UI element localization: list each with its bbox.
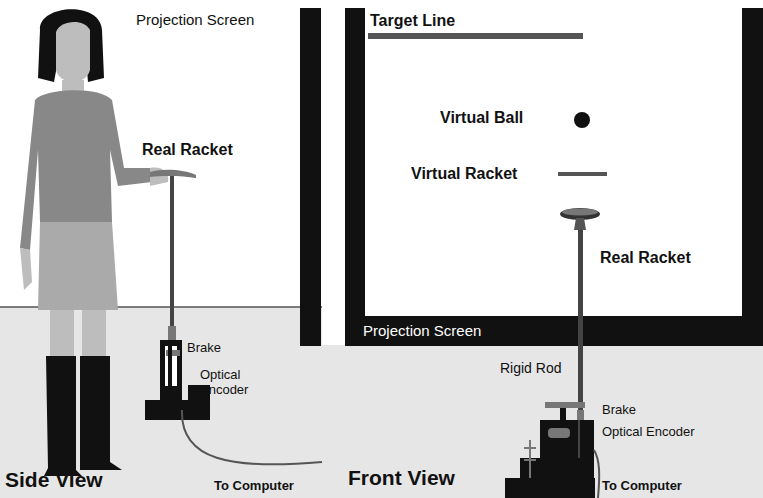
label: Projection Screen (136, 11, 254, 28)
label: Virtual Racket (411, 165, 517, 183)
label: Rigid Rod (500, 360, 561, 376)
label: Real Racket (600, 249, 691, 267)
label: To Computer (602, 479, 682, 494)
label: Front View (348, 466, 455, 490)
label: Projection Screen (363, 322, 481, 339)
label: Target Line (370, 12, 455, 30)
label: Virtual Ball (440, 109, 523, 127)
label: Brake (187, 341, 221, 356)
label: Side View (5, 468, 103, 492)
label: Real Racket (142, 141, 233, 159)
label: Optical Encoder (602, 425, 695, 440)
label: To Computer (214, 479, 294, 494)
label: Optical Encoder (200, 368, 260, 398)
label: Brake (602, 403, 636, 418)
